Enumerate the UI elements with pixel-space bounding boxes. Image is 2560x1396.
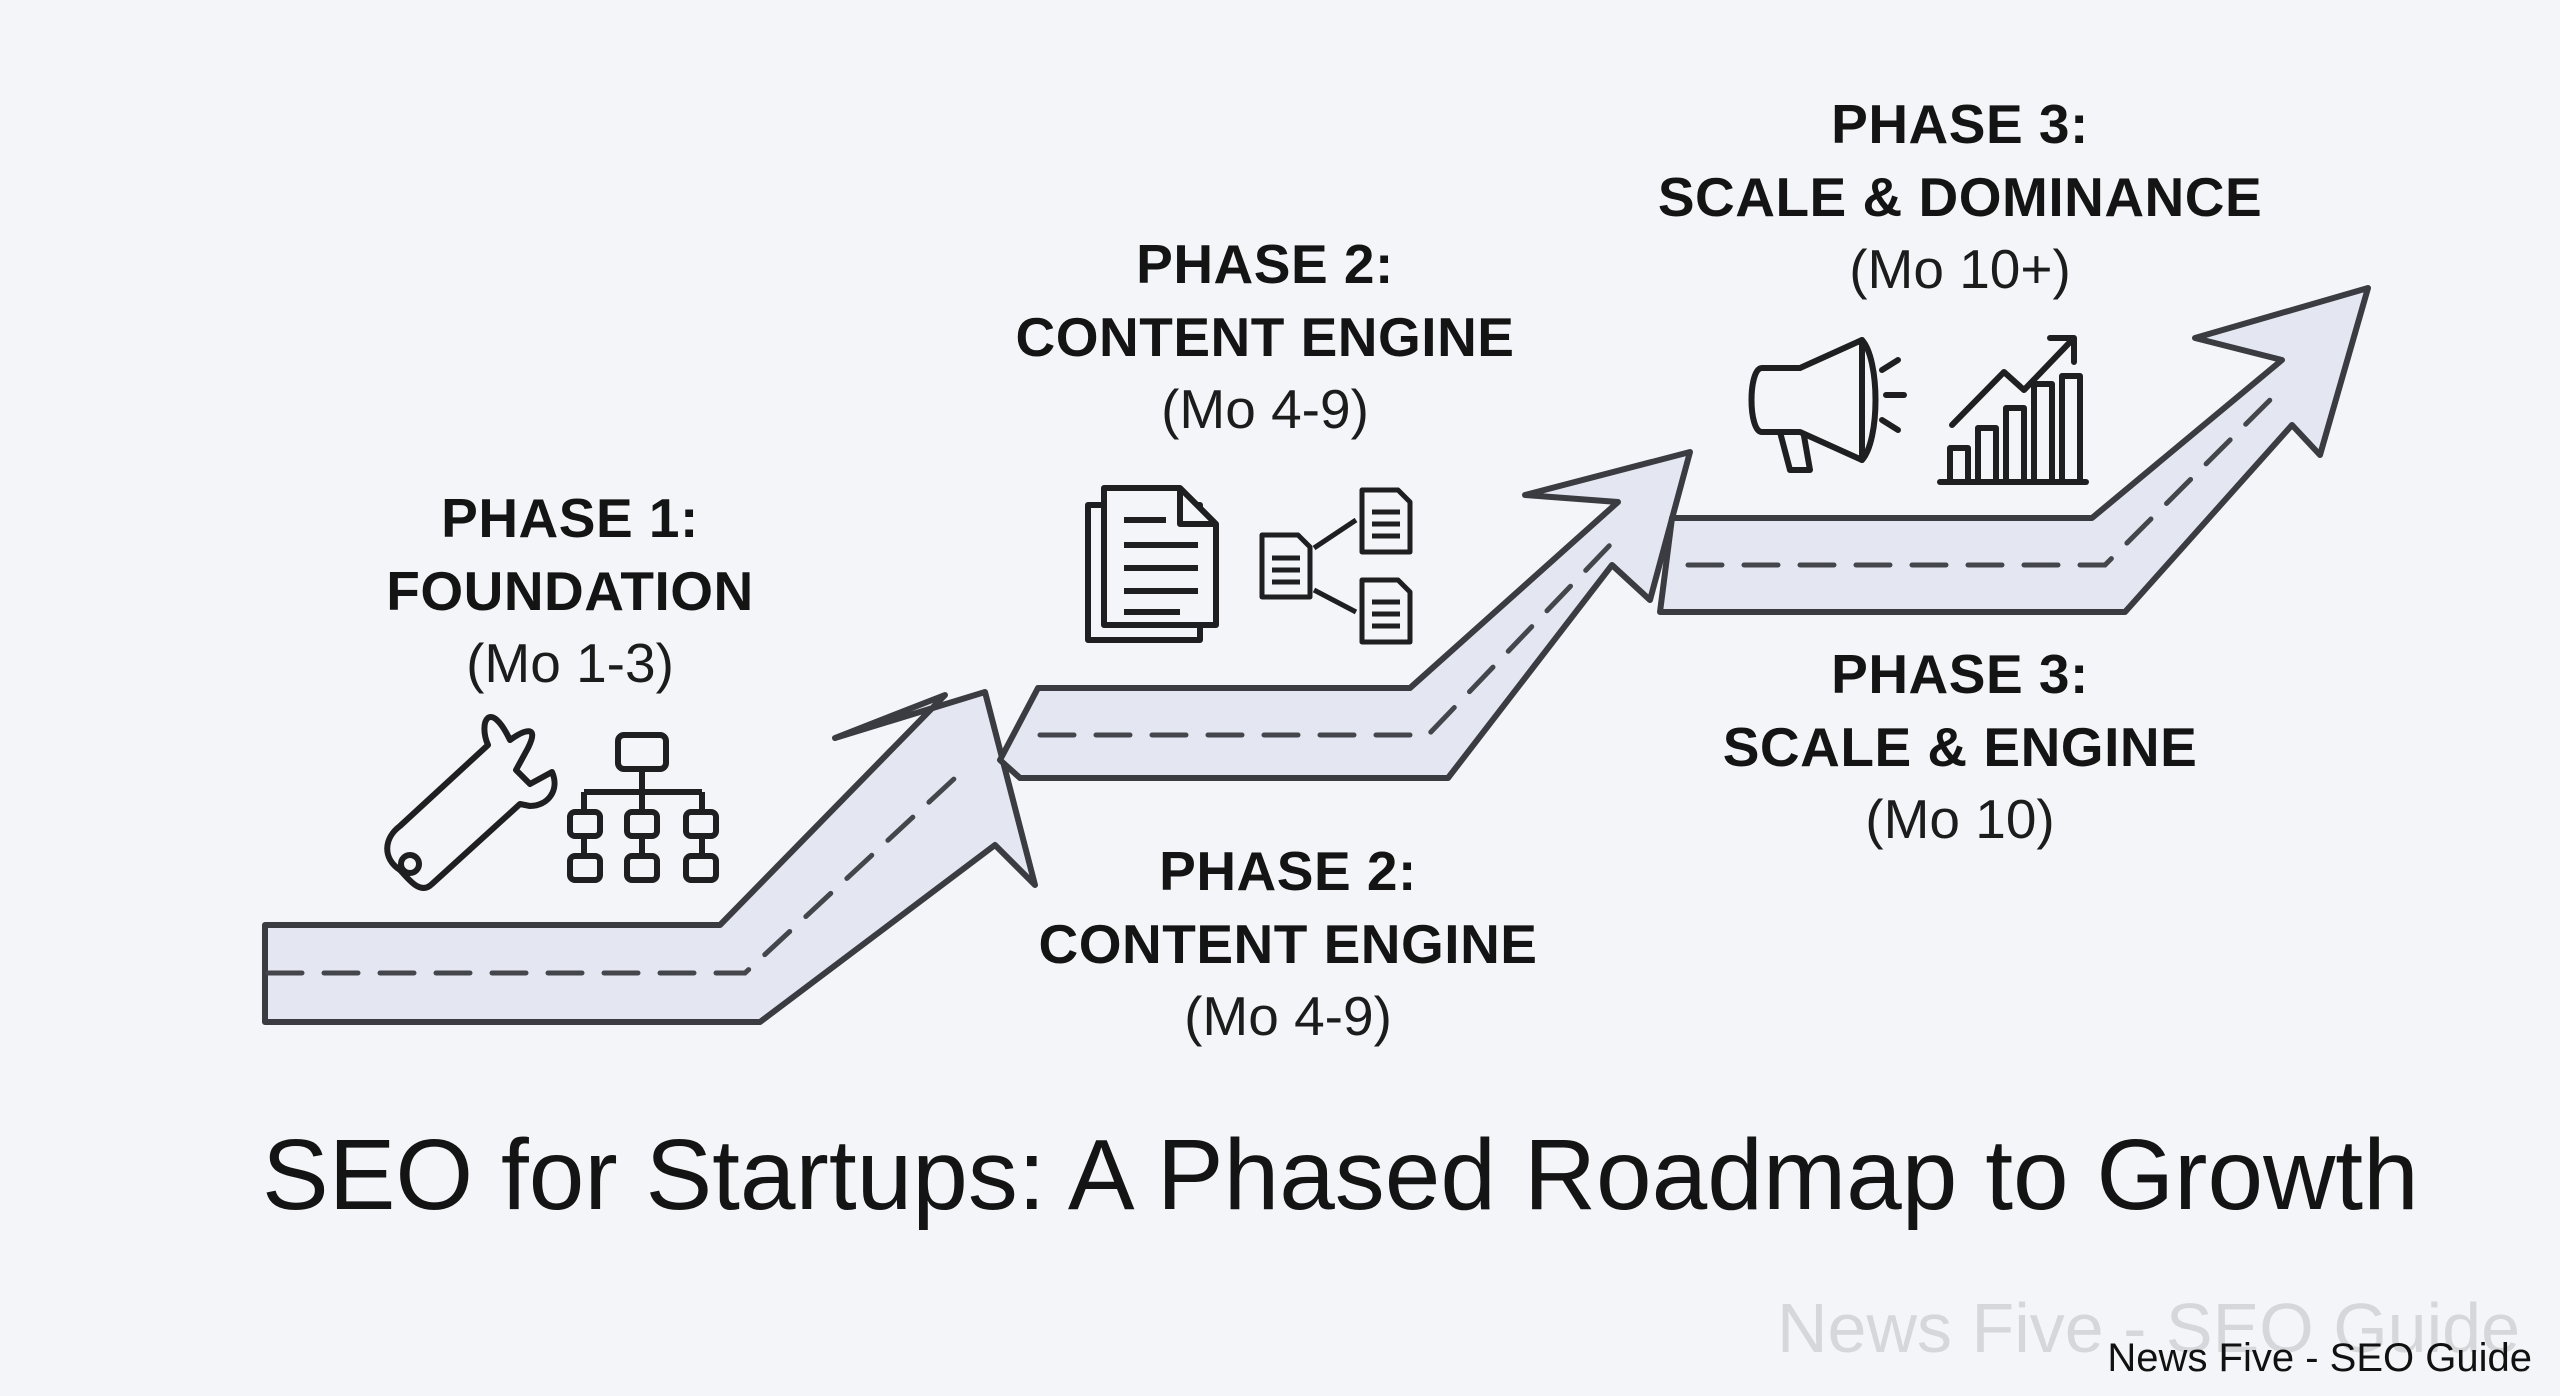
phase-3-bottom-heading: PHASE 3: [1831, 643, 2089, 705]
phase-1-name: FOUNDATION [386, 559, 754, 622]
phase-3-bottom-period: (Mo 10) [1865, 788, 2055, 851]
phase-2-top-label: PHASE 2: CONTENT ENGINE (Mo 4-9) [1016, 228, 1515, 446]
phase-2-top-period: (Mo 4-9) [1161, 378, 1369, 441]
watermark-faint: News Five - SEO Guide [1777, 1289, 2520, 1367]
growth-chart-icon [1937, 335, 2089, 485]
megaphone-icon [1748, 337, 1907, 473]
document-icon [1085, 485, 1219, 643]
phase-3-top-period: (Mo 10+) [1849, 238, 2071, 301]
phase-2-top-name: CONTENT ENGINE [1015, 305, 1515, 368]
phase-1-period: (Mo 1-3) [466, 632, 674, 695]
road-segment-3 [1657, 285, 2371, 615]
phase-2-bottom-heading: PHASE 2: [1159, 840, 1417, 902]
phase-1-label: PHASE 1: FOUNDATION (Mo 1-3) [386, 482, 754, 700]
linked-documents-icon [1259, 487, 1413, 645]
phase-2-bottom-period: (Mo 4-9) [1184, 985, 1392, 1048]
road-segment-2 [997, 449, 1693, 781]
phase-3-top-heading: PHASE 3: [1831, 93, 2089, 155]
phase-3-top-label: PHASE 3: SCALE & DOMINANCE (Mo 10+) [1658, 88, 2262, 306]
watermark-small: News Five - SEO Guide [2107, 1336, 2532, 1380]
phase-1-heading: PHASE 1: [441, 487, 699, 549]
wrench-icon [384, 713, 558, 891]
phase-2-top-heading: PHASE 2: [1136, 233, 1394, 295]
phase-3-bottom-name: SCALE & ENGINE [1722, 715, 2198, 778]
phase-2-bottom-label: PHASE 2: CONTENT ENGINE (Mo 4-9) [1039, 835, 1538, 1053]
phase-3-top-name: SCALE & DOMINANCE [1657, 165, 2263, 228]
diagram-title: SEO for Startups: A Phased Roadmap to Gr… [262, 1119, 2419, 1231]
phase-3-bottom-label: PHASE 3: SCALE & ENGINE (Mo 10) [1723, 638, 2198, 856]
sitemap-icon [567, 732, 719, 883]
road-segment-1 [262, 689, 1038, 1025]
phase-2-bottom-name: CONTENT ENGINE [1038, 912, 1538, 975]
